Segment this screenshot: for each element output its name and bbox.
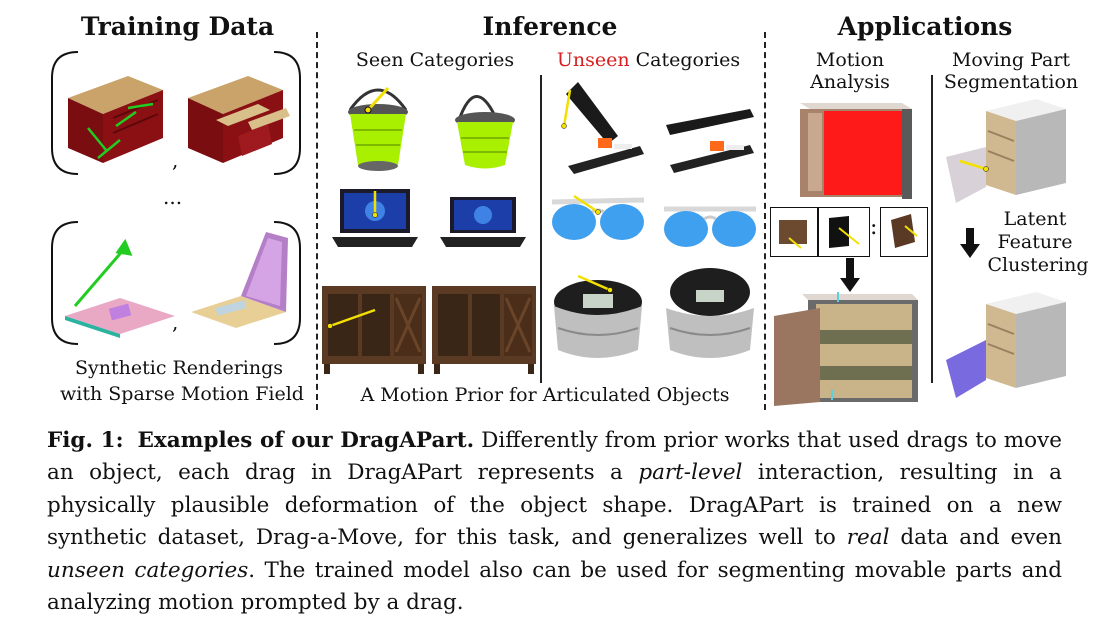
unseen-sunglasses-result-image xyxy=(664,206,756,247)
seen-laptop-image xyxy=(332,189,418,247)
segmentation-dresser-image xyxy=(946,99,1066,203)
synthetic-dresser-image xyxy=(68,76,163,163)
seen-cabinet-image xyxy=(322,286,426,374)
training-bracket-bottom xyxy=(51,221,301,345)
divider-seen-unseen xyxy=(540,75,542,383)
caption-figure-label: Fig. 1: xyxy=(47,428,124,453)
green-drag-arrow xyxy=(73,238,133,307)
caption-text-2: interaction, resulting in a physically p… xyxy=(47,460,1062,551)
motion-analysis-cabinet-image xyxy=(800,103,912,199)
divider-inference-applications xyxy=(764,32,766,410)
figure-caption: Fig. 1: Examples of our DragAPart. Diffe… xyxy=(47,425,1062,619)
motion-thumb-1 xyxy=(770,207,818,257)
latent-feature-line1: Latent xyxy=(1003,208,1067,230)
divider-motion-segmentation xyxy=(931,75,933,383)
inference-bottom-label: A Motion Prior for Articulated Objects xyxy=(360,384,730,406)
motion-analysis-label-line1: Motion xyxy=(815,49,885,71)
caption-text-3: data and even xyxy=(889,525,1062,551)
unseen-categories-label: Unseen Categories xyxy=(546,49,751,72)
seen-laptop-result-image xyxy=(440,197,526,247)
training-separator-comma-2: , xyxy=(172,310,179,334)
training-bracket-top xyxy=(51,51,301,175)
synthetic-laptop-opened-image xyxy=(191,232,288,328)
down-arrow-icon-2 xyxy=(960,228,980,258)
training-separator-comma-1: , xyxy=(172,148,179,172)
unseen-rice-cooker-image xyxy=(554,274,642,358)
caption-text-4: . The trained model also can be used for… xyxy=(47,557,1063,616)
caption-text-1: Differently from prior works that used d… xyxy=(47,428,1062,486)
motion-dots: : xyxy=(870,215,878,240)
training-data-heading: Training Data xyxy=(80,12,275,41)
green-drag-arrows xyxy=(87,102,154,159)
motion-analysis-label-line2: Analysis xyxy=(810,71,890,93)
unseen-sunglasses-image xyxy=(551,194,645,240)
applications-heading: Applications xyxy=(837,12,1013,41)
yellow-drag-arrow xyxy=(364,86,390,114)
unseen-stapler-image xyxy=(561,82,644,174)
motion-thumb-2 xyxy=(818,207,870,257)
synthetic-dresser-opened-image xyxy=(188,76,290,163)
segmented-dresser-image xyxy=(946,292,1066,398)
unseen-stapler-result-image xyxy=(666,109,754,173)
seen-categories-label: Seen Categories xyxy=(355,49,515,71)
moving-part-label-line1: Moving Part xyxy=(951,49,1071,71)
moving-part-label-line2: Segmentation xyxy=(943,71,1079,93)
caption-italic-1: part-level xyxy=(638,460,743,486)
down-arrow-icon xyxy=(840,258,860,292)
training-label-line2: with Sparse Motion Field xyxy=(60,383,304,405)
caption-title: Examples of our DragAPart. xyxy=(137,428,475,453)
training-label-line1: Synthetic Renderings xyxy=(75,357,283,379)
unseen-rice-cooker-result-image xyxy=(666,268,754,358)
motion-thumb-3 xyxy=(880,207,928,257)
seen-bucket-result-image xyxy=(455,95,515,169)
caption-italic-2: real xyxy=(846,525,890,551)
motion-analysis-opened-cabinet-image xyxy=(774,292,918,406)
caption-italic-3: unseen categories xyxy=(47,557,249,583)
seen-cabinet-result-image xyxy=(432,286,536,374)
categories-word: Categories xyxy=(629,49,741,71)
seen-bucket-image xyxy=(348,86,408,171)
inference-heading: Inference xyxy=(482,12,618,41)
unseen-word: Unseen xyxy=(556,49,630,71)
latent-feature-line2: Feature xyxy=(997,231,1073,253)
synthetic-laptop-image xyxy=(65,238,175,338)
latent-feature-line3: Clustering xyxy=(987,254,1089,276)
divider-training-inference xyxy=(316,32,318,410)
training-ellipsis: ... xyxy=(163,185,183,209)
